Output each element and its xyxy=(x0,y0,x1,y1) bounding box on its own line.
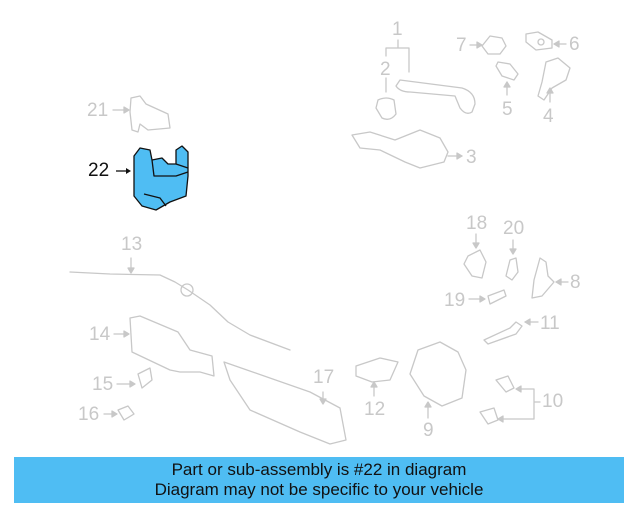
callout-22-active[interactable]: 22 xyxy=(88,160,110,181)
callout-15[interactable]: 15 xyxy=(92,374,114,395)
banner-part-info: Part or sub-assembly is #22 in diagram xyxy=(171,460,467,479)
callout-8[interactable]: 8 xyxy=(570,272,581,293)
callout-12[interactable]: 12 xyxy=(364,399,386,420)
callout-9[interactable]: 9 xyxy=(423,420,434,441)
callout-6[interactable]: 6 xyxy=(569,34,580,55)
callout-16[interactable]: 16 xyxy=(78,404,100,425)
part-18-striker xyxy=(463,233,487,279)
part-8-bracket xyxy=(531,257,569,299)
info-banner: Part or sub-assembly is #22 in diagram D… xyxy=(14,457,624,503)
part-17-bezel xyxy=(223,361,347,445)
callout-4[interactable]: 4 xyxy=(543,106,554,127)
part-3-handle-bracket xyxy=(351,129,463,169)
leader-1-2 xyxy=(385,39,410,93)
callout-20[interactable]: 20 xyxy=(503,218,525,239)
callout-10[interactable]: 10 xyxy=(542,391,564,412)
callout-2[interactable]: 2 xyxy=(380,59,391,80)
part-12-connector xyxy=(355,357,399,397)
callout-7[interactable]: 7 xyxy=(456,35,467,56)
part-1-outside-handle xyxy=(395,79,476,114)
callout-5[interactable]: 5 xyxy=(502,99,513,120)
part-22-door-check-highlighted xyxy=(116,145,189,211)
part-20-shim xyxy=(505,239,519,281)
part-11-rod xyxy=(483,318,539,345)
part-15-screw xyxy=(116,367,153,389)
part-21-hinge xyxy=(112,95,171,133)
callout-21[interactable]: 21 xyxy=(87,100,109,121)
callout-19[interactable]: 19 xyxy=(444,290,466,311)
callout-13[interactable]: 13 xyxy=(121,234,143,255)
callout-11[interactable]: 11 xyxy=(540,313,560,334)
part-9-latch xyxy=(409,341,467,419)
callout-17[interactable]: 17 xyxy=(313,367,335,388)
part-5-gasket xyxy=(495,61,519,96)
part-13-cable xyxy=(69,257,291,351)
callout-1[interactable]: 1 xyxy=(392,19,403,40)
part-7-cap xyxy=(469,35,507,55)
part-10-fasteners xyxy=(479,375,541,425)
part-2-handle-cap xyxy=(375,97,397,120)
callout-3[interactable]: 3 xyxy=(466,147,477,168)
part-6-bezel xyxy=(525,31,567,51)
callout-18[interactable]: 18 xyxy=(466,213,488,234)
part-14-inside-handle xyxy=(113,315,215,377)
part-19-bolt xyxy=(468,289,507,305)
banner-disclaimer: Diagram may not be specific to your vehi… xyxy=(154,480,484,499)
part-16-cap xyxy=(103,405,135,421)
part-4-lock-cylinder xyxy=(537,57,571,103)
callout-14[interactable]: 14 xyxy=(89,324,111,345)
